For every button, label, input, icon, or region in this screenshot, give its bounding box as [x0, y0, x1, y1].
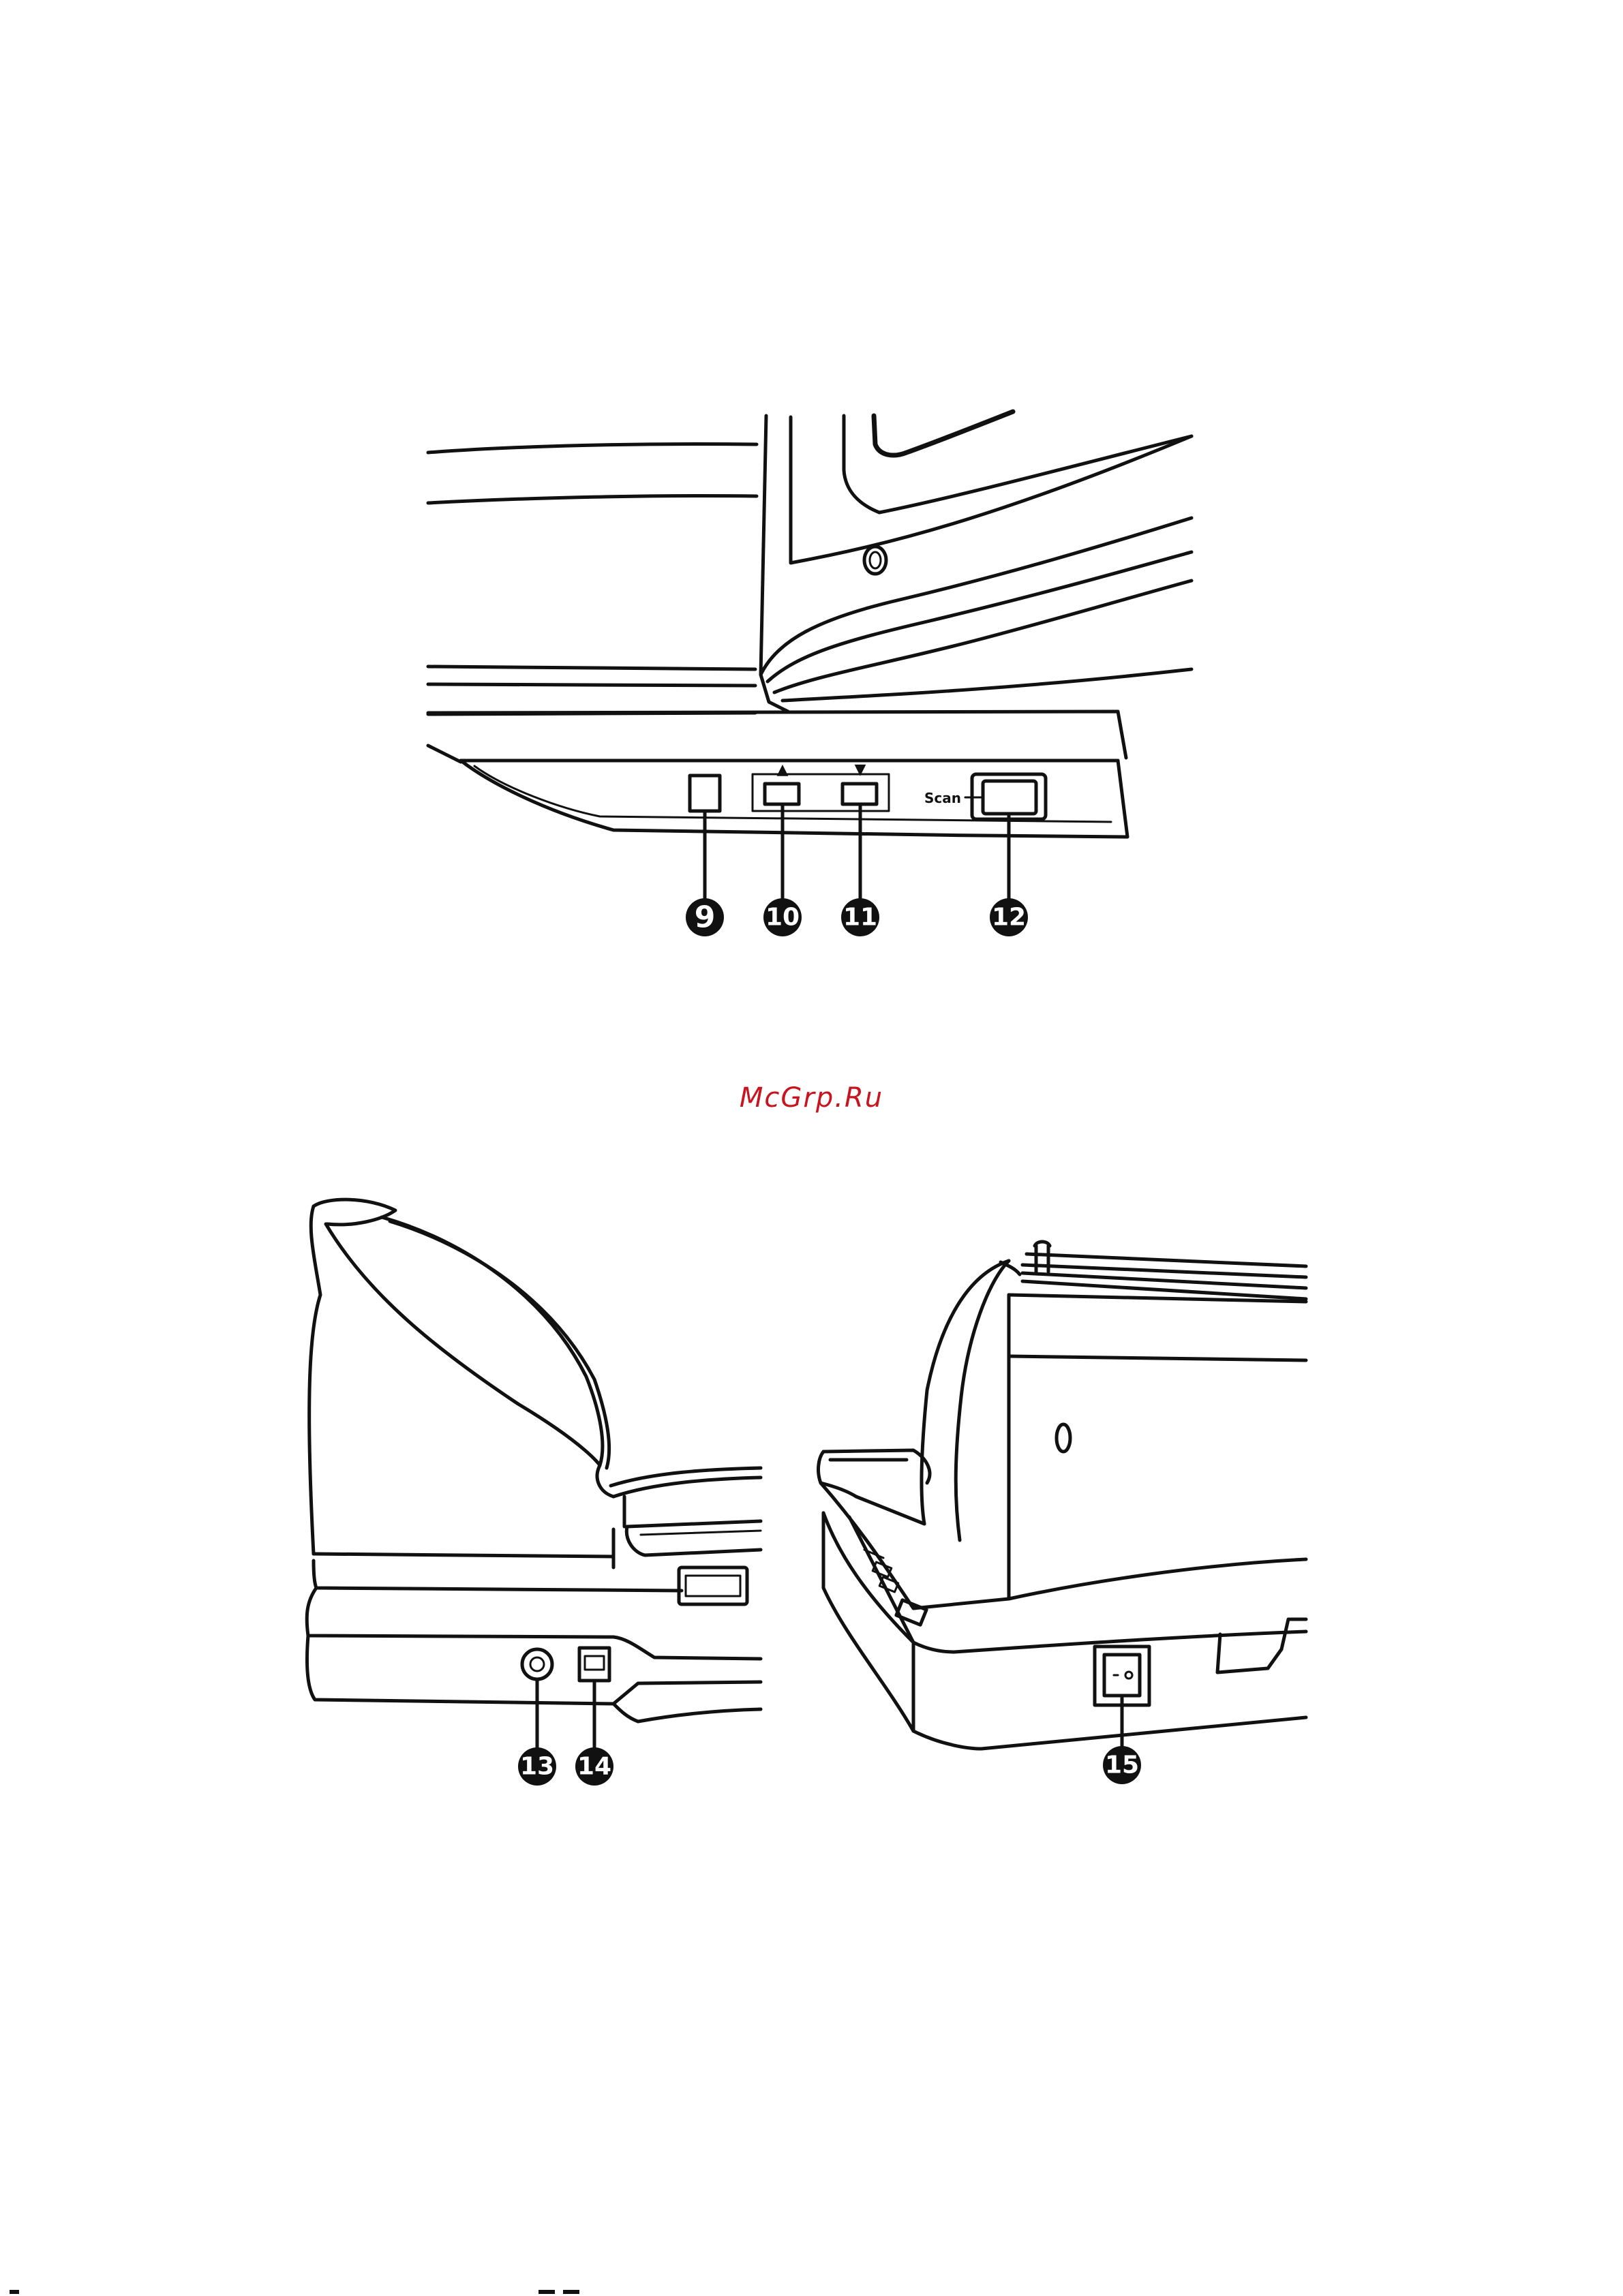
callout-10: 10 [763, 898, 802, 936]
svg-text:12: 12 [992, 904, 1026, 932]
svg-text:9: 9 [695, 900, 716, 935]
callout-15: 15 [1103, 1746, 1141, 1784]
svg-text:14: 14 [577, 1753, 611, 1781]
callout-11: 11 [841, 898, 879, 936]
callout-12: 12 [990, 898, 1028, 936]
front-panel-figure [428, 412, 1192, 901]
scan-button[interactable] [983, 781, 1036, 814]
callout-13: 13 [518, 1747, 556, 1786]
triangle-up-icon: ▲ [777, 761, 789, 778]
watermark: McGrp.Ru [0, 1082, 1623, 1114]
svg-text:11: 11 [843, 904, 877, 932]
power-switch[interactable] [1104, 1655, 1140, 1696]
power-jack [522, 1649, 552, 1679]
down-button[interactable] [843, 784, 877, 804]
svg-text:15: 15 [1105, 1751, 1139, 1779]
rear-left-figure [307, 1199, 761, 1749]
svg-text:10: 10 [765, 904, 800, 932]
scan-label: Scan [924, 790, 961, 806]
callout-14: 14 [575, 1747, 613, 1786]
bottom-edge-marks [10, 2290, 579, 2294]
up-button[interactable] [765, 784, 799, 804]
indicator-window [690, 776, 720, 811]
callout-9: 9 [686, 898, 724, 936]
triangle-down-icon: ▼ [855, 761, 866, 778]
svg-text:13: 13 [520, 1753, 554, 1781]
rear-right-figure [819, 1242, 1306, 1749]
